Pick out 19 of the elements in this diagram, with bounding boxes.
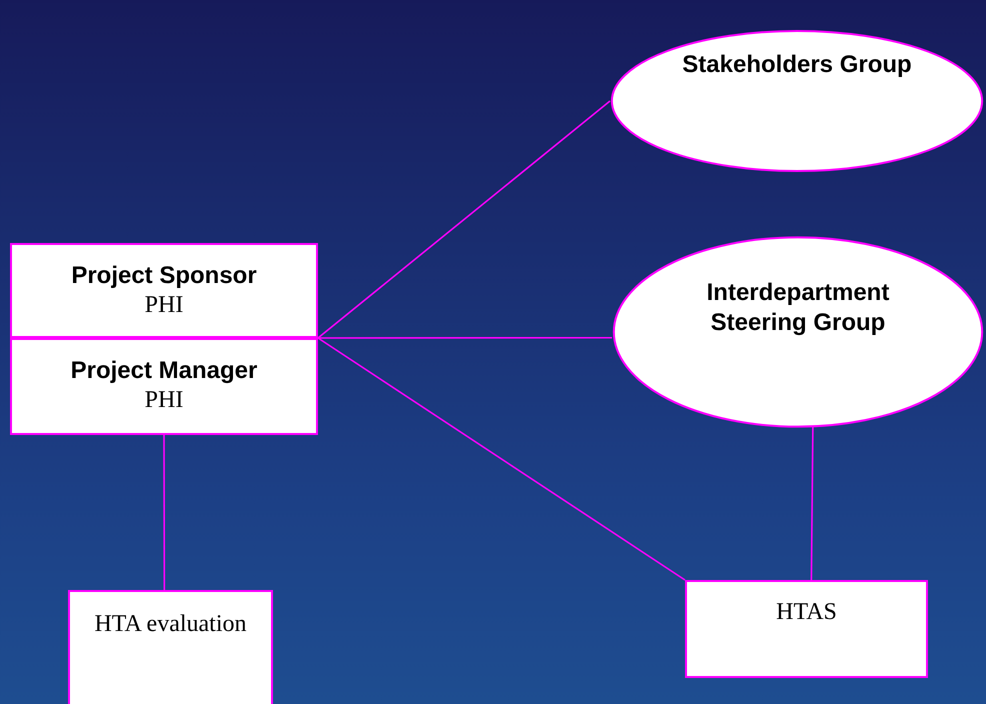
process-box [685, 580, 928, 678]
connector-line [318, 336, 612, 339]
node-title: Project Sponsor [71, 261, 257, 291]
node-label: HTA evaluation [94, 610, 247, 638]
node-title: Stakeholders Group [682, 50, 912, 80]
node-title: Project Manager [70, 356, 258, 386]
role-box [10, 243, 318, 338]
connector-line [318, 100, 610, 339]
connector-line [318, 337, 686, 581]
connector-line [163, 435, 166, 590]
role-box [10, 338, 318, 435]
process-box [68, 590, 273, 704]
node-label: HTAS [776, 598, 837, 626]
node-label: PHI [144, 291, 184, 319]
node-title: Interdepartment Steering Group [706, 278, 890, 338]
group-ellipse [610, 30, 984, 172]
node-label: PHI [144, 386, 184, 414]
connector-line [810, 427, 814, 580]
group-ellipse [612, 236, 984, 428]
